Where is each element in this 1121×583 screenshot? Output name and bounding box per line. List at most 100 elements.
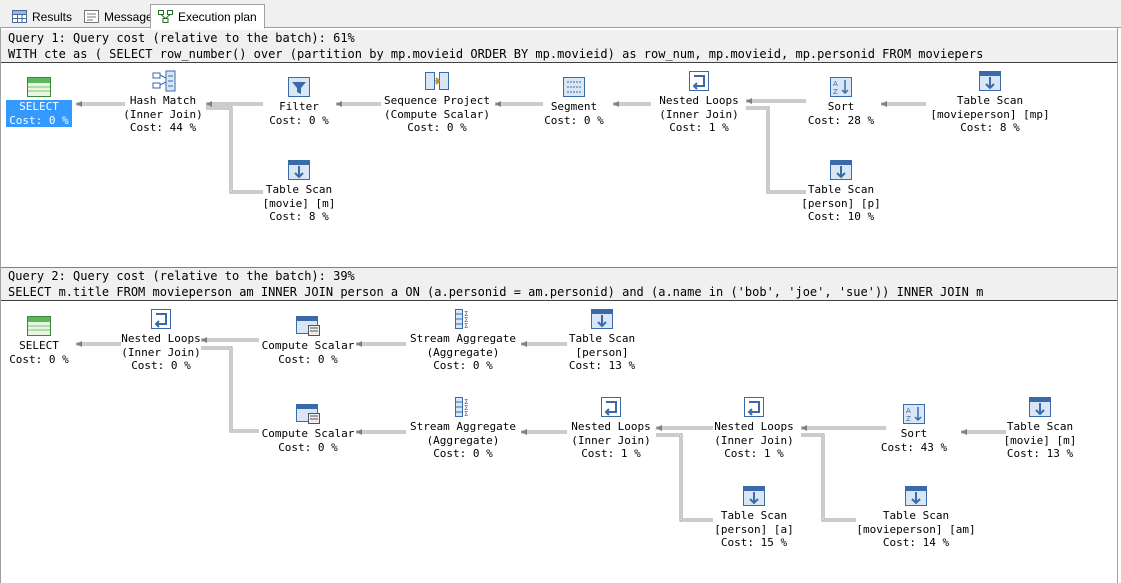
tab-execution-plan[interactable]: Execution plan — [150, 4, 265, 29]
select-result-icon — [27, 316, 51, 336]
op-name: Nested Loops — [121, 332, 201, 345]
op-cost: Cost: 14 % — [882, 536, 950, 549]
op-subtitle: [movieperson] [am] — [856, 522, 976, 536]
nested-loops-icon — [689, 71, 709, 91]
query1-sql-text: WITH cte as ( SELECT row_number() over (… — [8, 47, 984, 61]
q1-segment-node[interactable]: Segment Cost: 0 % — [519, 76, 629, 127]
table-scan-icon — [743, 486, 765, 506]
tab-messages[interactable]: Messages — [76, 5, 167, 28]
op-subtitle: (Inner Join) — [121, 345, 201, 359]
op-name: Table Scan — [720, 509, 788, 522]
table-scan-icon — [979, 71, 1001, 91]
op-cost: Cost: 10 % — [807, 210, 875, 223]
op-cost: Cost: 43 % — [880, 440, 948, 454]
nested-loops-icon — [744, 397, 764, 417]
op-cost: Cost: 0 % — [278, 440, 338, 454]
op-name: SELECT — [19, 100, 59, 113]
op-name: Segment — [550, 100, 598, 113]
q2-compute-scalar-node-2[interactable]: Compute Scalar Cost: 0 % — [253, 403, 363, 454]
op-subtitle: [movie] [m] — [1003, 433, 1077, 447]
op-subtitle: [person] [a] — [714, 522, 794, 536]
query1-cost-text: Query 1: Query cost (relative to the bat… — [8, 31, 355, 45]
tab-results-label: Results — [32, 9, 73, 24]
op-name: Compute Scalar — [261, 427, 355, 440]
op-cost: Cost: 1 % — [669, 121, 729, 134]
nested-loops-icon — [151, 309, 171, 329]
svg-text:A: A — [833, 80, 838, 88]
compute-scalar-icon — [296, 404, 320, 424]
table-scan-icon — [830, 160, 852, 180]
filter-icon — [288, 77, 310, 97]
stream-aggregate-icon: ΣΣΣ — [455, 397, 468, 418]
q1-nested-loops-node[interactable]: Nested Loops (Inner Join) Cost: 1 % — [644, 70, 754, 135]
op-cost: Cost: 1 % — [724, 447, 784, 460]
q2-table-scan-person-node[interactable]: Table Scan [person] Cost: 13 % — [547, 308, 657, 373]
op-cost: Cost: 0 % — [9, 352, 69, 366]
op-name: Nested Loops — [659, 94, 739, 107]
execution-plan-pane: Query 1: Query cost (relative to the bat… — [0, 28, 1118, 583]
q2-table-scan-movieperson-node[interactable]: Table Scan [movieperson] [am] Cost: 14 % — [846, 485, 986, 550]
op-name: Nested Loops — [571, 420, 651, 433]
q1-select-node[interactable]: SELECT Cost: 0 % — [1, 76, 94, 127]
op-subtitle: [person] [p] — [801, 196, 881, 210]
q1-hash-match-node[interactable]: Hash Match (Inner Join) Cost: 44 % — [108, 70, 218, 135]
grid-icon — [12, 10, 27, 23]
op-cost: Cost: 0 % — [433, 359, 493, 372]
op-name: Stream Aggregate — [410, 332, 516, 345]
op-name: Compute Scalar — [261, 339, 355, 352]
compute-scalar-icon — [296, 316, 320, 336]
op-subtitle: (Inner Join) — [123, 107, 203, 121]
op-name: Table Scan — [882, 509, 950, 522]
op-cost: Cost: 13 % — [1006, 447, 1074, 460]
q2-nested-loops-node-3[interactable]: Nested Loops (Inner Join) Cost: 1 % — [699, 396, 809, 461]
op-cost: Cost: 15 % — [720, 536, 788, 549]
q1-table-scan-person-node[interactable]: Table Scan [person] [p] Cost: 10 % — [786, 159, 896, 224]
op-cost: Cost: 0 % — [544, 113, 604, 127]
q2-nested-loops-node[interactable]: Nested Loops (Inner Join) Cost: 0 % — [106, 308, 216, 373]
op-name: Table Scan — [1006, 420, 1074, 433]
op-cost: Cost: 44 % — [129, 121, 197, 134]
segment-icon — [563, 77, 585, 97]
op-cost: Cost: 0 % — [9, 113, 69, 127]
q2-select-node[interactable]: SELECT Cost: 0 % — [1, 315, 94, 366]
op-subtitle: [movieperson] [mp] — [930, 107, 1050, 121]
result-tab-bar: Results Messages Execution plan — [0, 0, 1121, 29]
query2-cost-text: Query 2: Query cost (relative to the bat… — [8, 269, 355, 283]
op-name: SELECT — [19, 339, 59, 352]
sort-icon: AZ — [903, 404, 925, 424]
q1-sequence-project-node[interactable]: Sequence Project (Compute Scalar) Cost: … — [382, 70, 492, 135]
table-scan-icon — [1029, 397, 1051, 417]
op-cost: Cost: 13 % — [568, 359, 636, 372]
op-cost: Cost: 28 % — [807, 113, 875, 127]
op-cost: Cost: 0 % — [433, 447, 493, 460]
op-cost: Cost: 0 % — [278, 352, 338, 366]
op-name: Stream Aggregate — [410, 420, 516, 433]
stream-aggregate-icon: ΣΣΣ — [455, 309, 468, 330]
q1-table-scan-movie-node[interactable]: Table Scan [movie] [m] Cost: 8 % — [244, 159, 354, 224]
op-name: Table Scan — [956, 94, 1024, 107]
table-scan-icon — [288, 160, 310, 180]
op-subtitle: (Aggregate) — [426, 433, 500, 447]
svg-text:Σ: Σ — [464, 410, 468, 418]
query2-sql-text: SELECT m.title FROM movieperson am INNER… — [8, 285, 984, 299]
op-name: Sort — [827, 100, 855, 113]
hash-match-icon — [152, 70, 176, 92]
op-subtitle: (Inner Join) — [714, 433, 794, 447]
table-scan-icon — [591, 309, 613, 329]
q1-table-scan-movieperson-node[interactable]: Table Scan [movieperson] [mp] Cost: 8 % — [920, 70, 1060, 135]
q1-filter-node[interactable]: Filter Cost: 0 % — [244, 76, 354, 127]
q2-table-scan-person-a-node[interactable]: Table Scan [person] [a] Cost: 15 % — [699, 485, 809, 550]
svg-text:Σ: Σ — [464, 310, 468, 318]
tab-results[interactable]: Results — [4, 5, 80, 28]
svg-text:Σ: Σ — [464, 316, 468, 324]
svg-text:Σ: Σ — [464, 398, 468, 406]
nested-loops-icon — [601, 397, 621, 417]
q2-compute-scalar-node-1[interactable]: Compute Scalar Cost: 0 % — [253, 315, 363, 366]
q2-nested-loops-node-2[interactable]: Nested Loops (Inner Join) Cost: 1 % — [556, 396, 666, 461]
op-name: Hash Match — [129, 94, 197, 107]
q2-table-scan-movie-node[interactable]: Table Scan [movie] [m] Cost: 13 % — [985, 396, 1095, 461]
